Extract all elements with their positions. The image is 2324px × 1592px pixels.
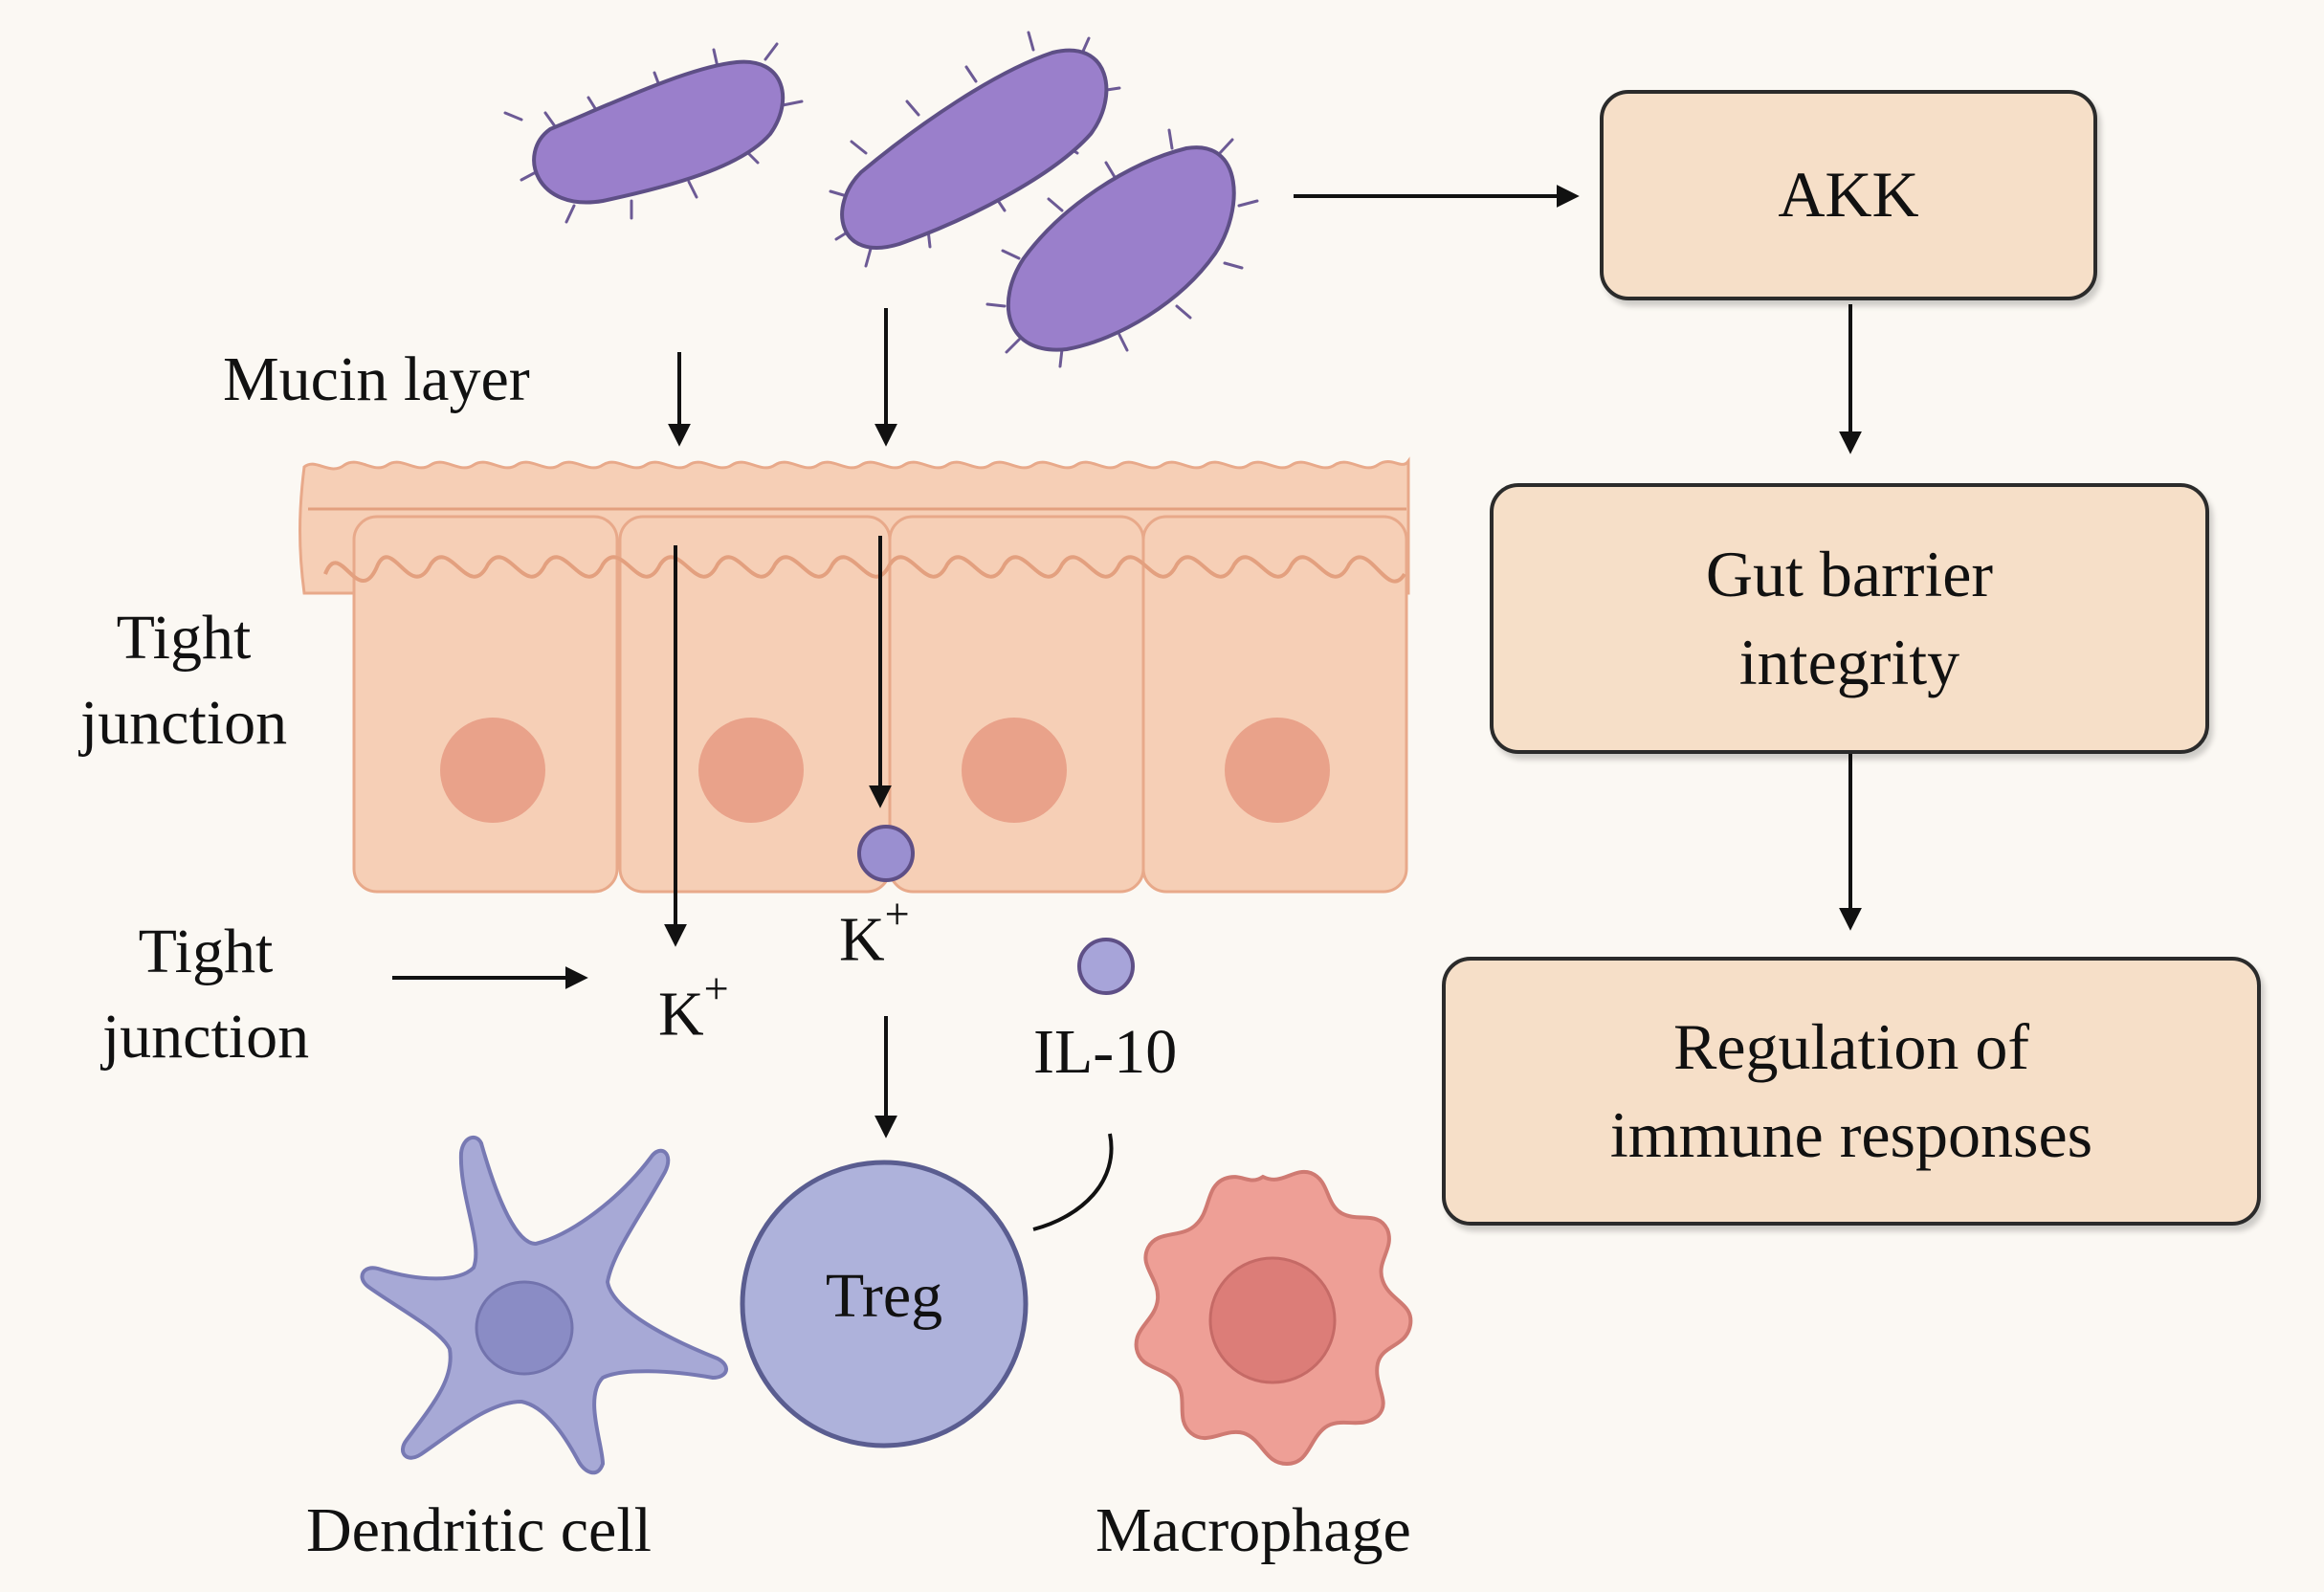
tight-junction-top-line2: junction xyxy=(79,688,288,759)
macrophage-label: Macrophage xyxy=(1096,1495,1411,1565)
macrophage-cell xyxy=(1134,1169,1413,1467)
tight-junction-top-line1: Tight xyxy=(116,603,252,673)
nucleus-3 xyxy=(962,718,1067,823)
il10-particle xyxy=(1077,938,1135,995)
nucleus-4 xyxy=(1225,718,1330,823)
epithelial-cell-4 xyxy=(1141,515,1408,894)
bacteria-group xyxy=(503,31,1259,368)
il10-connector xyxy=(1032,1133,1114,1231)
gut-barrier-line2: integrity xyxy=(1738,625,1960,698)
immune-regulation-line1: Regulation of xyxy=(1672,1009,2030,1083)
gut-barrier-line1: Gut barrier xyxy=(1705,537,1994,610)
dendritic-cell-label: Dendritic cell xyxy=(306,1495,653,1565)
tight-junction-top-label: Tight junction xyxy=(50,595,318,765)
nucleus-1 xyxy=(440,718,545,823)
k-plus-right-label: K+ xyxy=(839,885,910,982)
tight-junction-bottom-line1: Tight xyxy=(138,917,274,986)
dendritic-cell xyxy=(360,1135,728,1475)
k-plus-particle xyxy=(857,825,915,882)
k-plus-left-letter: K xyxy=(658,979,704,1050)
k-plus-right-sign: + xyxy=(884,890,910,939)
gut-barrier-box: Gut barrier integrity xyxy=(1490,483,2209,754)
bacterium-2 xyxy=(829,31,1121,268)
k-plus-left-sign: + xyxy=(703,964,729,1013)
immune-regulation-line2: immune responses xyxy=(1609,1097,2093,1171)
bacterium-3 xyxy=(985,128,1259,368)
tight-junction-bottom-label: Tight junction xyxy=(67,909,344,1079)
akk-box: AKK xyxy=(1600,90,2097,300)
il10-label: IL-10 xyxy=(1033,1017,1178,1087)
epithelial-cell-1 xyxy=(352,515,619,894)
k-plus-right-letter: K xyxy=(839,904,885,975)
treg-cell xyxy=(740,1160,1029,1448)
akk-text: AKK xyxy=(1778,158,1919,232)
tight-junction-bottom-line2: junction xyxy=(101,1002,310,1072)
treg-label: Treg xyxy=(825,1261,943,1331)
arrows xyxy=(392,185,1862,1231)
k-plus-left-label: K+ xyxy=(658,960,729,1056)
immune-regulation-box: Regulation of immune responses xyxy=(1442,957,2261,1226)
nucleus-2 xyxy=(698,718,804,823)
epithelium xyxy=(299,456,1410,894)
bacterium-1 xyxy=(503,42,804,224)
mucin-layer-label: Mucin layer xyxy=(223,344,530,414)
